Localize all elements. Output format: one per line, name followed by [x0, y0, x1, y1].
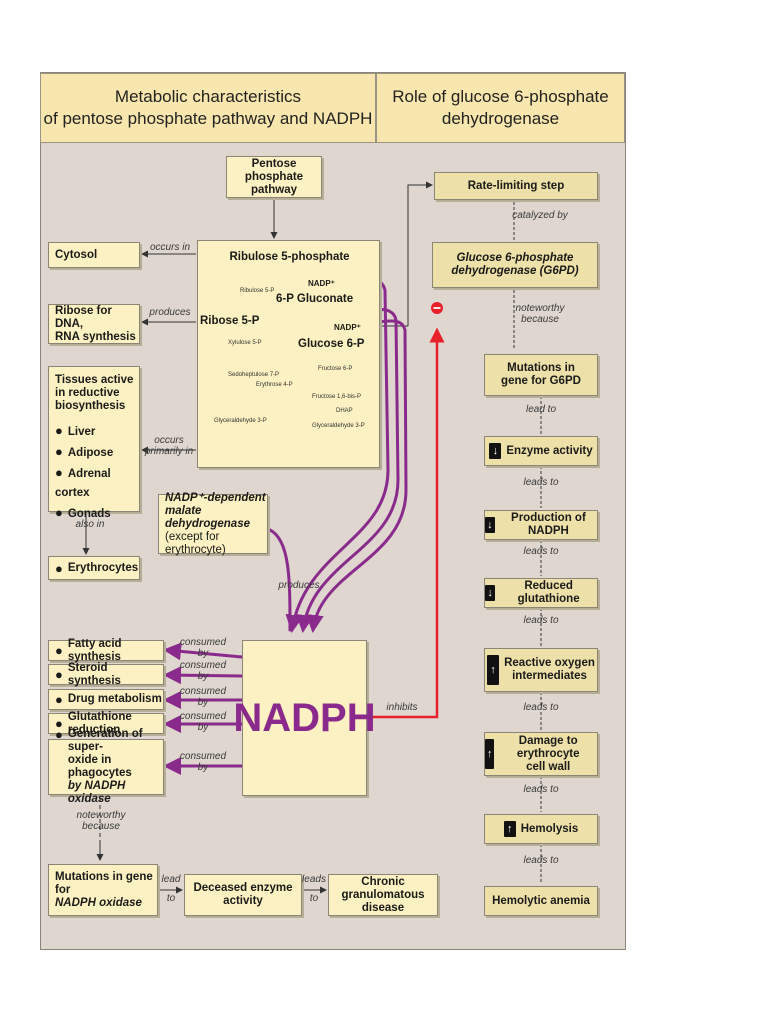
enzyme-activity-box: ↓Enzyme activity — [484, 436, 598, 466]
erythrocytes-label: Erythrocytes — [67, 561, 139, 574]
leads-to-r1: leads to — [523, 477, 559, 488]
arrow-down-icon: ↓ — [485, 517, 495, 533]
malate-line2: malate dehydrogenase — [165, 504, 250, 530]
right-header-line1: Role of glucose 6-phosphate — [392, 87, 609, 106]
tissue-item-gonads: ●Gonads — [55, 505, 111, 520]
mini-g3p-left: Glyceraldehyde 3-P — [214, 418, 267, 424]
mini-dhap: DHAP — [336, 408, 353, 414]
mini-ribulose: Ribulose 5-P — [240, 288, 275, 294]
malate-line1: NADP⁺-dependent — [165, 491, 266, 504]
nadph-box: NADPH — [233, 640, 376, 796]
mini-erythrose: Erythrose 4-P — [256, 382, 293, 388]
malate-box: NADP⁺-dependent malate dehydrogenase (ex… — [158, 491, 268, 556]
ribose-dna-line2: RNA synthesis — [55, 330, 136, 343]
arrow-up-icon: ↑ — [503, 821, 516, 837]
mini-g3p-right: Glyceraldehyde 3-P — [312, 423, 365, 429]
leads-to-r4: leads to — [523, 702, 559, 713]
reduced-glutathione-box: ↓Reduced glutathione — [484, 578, 598, 608]
consumed-by-1: consumed by — [179, 637, 227, 659]
lead-to-right-label: lead to — [525, 404, 557, 415]
right-header: Role of glucose 6-phosphate dehydrogenase — [376, 73, 625, 143]
also-in-label: also in — [75, 519, 105, 530]
glucose-6p: Glucose 6-P — [298, 338, 365, 350]
occurs-in-label: occurs in — [150, 242, 191, 253]
produces-label: produces — [149, 307, 191, 318]
tissues-title-1: Tissues active — [55, 374, 134, 386]
ppp-line1: Pentose phosphate — [244, 157, 304, 183]
ribulose-5-phosphate: Ribulose 5-phosphate — [229, 251, 350, 263]
nadp-label-1: NADP⁺ — [308, 279, 335, 288]
tissue-item-liver: ●Liver — [55, 423, 96, 438]
hemolytic-anemia-box: Hemolytic anemia — [484, 886, 598, 916]
mini-xylulose: Xylulose 5-P — [228, 340, 262, 346]
consumed-by-5: consumed by — [179, 751, 227, 773]
consumer-fatty-acid: ●Fatty acid synthesis — [48, 638, 164, 663]
tissues-box: Tissues active in reductive biosynthesis… — [48, 366, 140, 520]
production-nadph-box: ↓Production of NADPH — [484, 510, 598, 540]
consumer-glutathione: ●Glutathione reduction — [48, 711, 164, 736]
rate-limiting-box: Rate-limiting step — [434, 172, 598, 200]
erythrocytes-box: ●Erythrocytes — [48, 556, 140, 580]
arrow-rate-limiting — [407, 181, 433, 326]
consumed-by-4: consumed by — [179, 711, 227, 733]
consumed-by-3: consumed by — [179, 686, 227, 708]
mini-fbp: Fructose 1,6-bis-P — [312, 394, 362, 400]
arrow-up-icon: ↑ — [485, 739, 495, 769]
nadp-label-2: NADP⁺ — [334, 323, 361, 332]
tissue-item-adipose: ●Adipose — [55, 444, 114, 459]
mini-sedoheptulose: Sedoheptulose 7-P — [228, 372, 280, 378]
left-header: Metabolic characteristics of pentose phos… — [40, 73, 376, 143]
cytosol-label: Cytosol — [55, 248, 98, 261]
malate-line3: (except for erythrocyte) — [165, 530, 226, 556]
consumer-steroid: ●Steroid synthesis — [48, 662, 164, 687]
tissue-item-adrenal: ●Adrenal cortex — [55, 465, 111, 499]
catalyzed-by-label: catalyzed by — [512, 210, 568, 221]
leads-to-r5: leads to — [523, 784, 559, 795]
consumer-superoxide: ● Generation of super-oxide in phagocyte… — [48, 728, 164, 805]
ribose-dna-box: Ribose for DNA,RNA synthesis — [48, 304, 140, 344]
ppp-line2: pathway — [250, 183, 297, 196]
nadph-label: NADPH — [233, 696, 376, 740]
inhibits-label: inhibits — [386, 702, 418, 713]
left-header-line2: of pentose phosphate pathway and NADPH — [43, 109, 373, 128]
mini-fructose6p: Fructose 6-P — [318, 366, 353, 372]
arrow-up-icon: ↑ — [487, 655, 500, 685]
leads-to-r2: leads to — [523, 546, 559, 557]
left-header-line1: Metabolic characteristics — [114, 87, 302, 106]
consumer-drug: ●Drug metabolism — [48, 689, 164, 710]
hemolysis-box: ↑Hemolysis — [484, 814, 598, 844]
inhibits-arrow — [367, 327, 445, 719]
leads-to-r6: leads to — [523, 855, 559, 866]
tissues-title-3: biosynthesis — [55, 400, 126, 412]
pathway-box: Ribulose 5-phosphate NADP⁺ 6-P Gluconate… — [197, 240, 380, 468]
tissues-title-2: in reductive — [55, 387, 120, 399]
arrow-down-icon: ↓ — [489, 443, 502, 459]
consumed-by-2: consumed by — [179, 660, 227, 682]
leads-to-r3: leads to — [523, 615, 559, 626]
produces-nadph-label: produces — [278, 580, 320, 591]
arrow-down-icon: ↓ — [485, 585, 496, 601]
ribose-5p: Ribose 5-P — [200, 315, 260, 327]
ribose-dna-line1: Ribose for DNA, — [55, 304, 112, 330]
right-header-line2: dehydrogenase — [441, 109, 560, 128]
6p-gluconate: 6-P Gluconate — [276, 293, 354, 305]
cytosol-box: Cytosol — [48, 242, 140, 268]
